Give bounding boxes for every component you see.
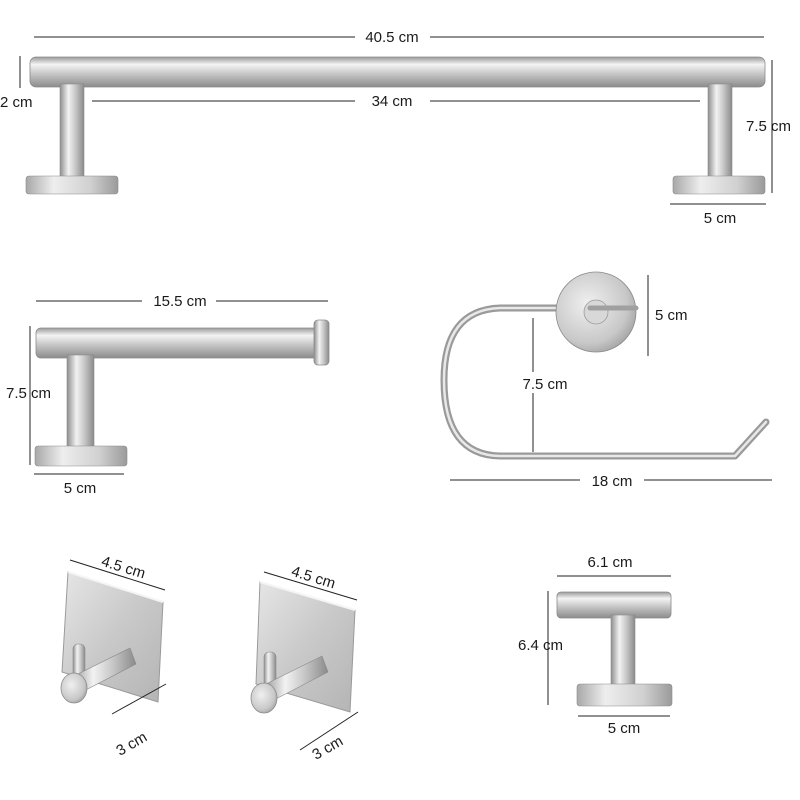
adhesive-hook-2-depth-label: 3 cm [309, 733, 346, 764]
paper-holder-post [66, 354, 95, 449]
paper-holder-base [34, 445, 128, 467]
towel-bar-left-post [59, 83, 85, 180]
paper-holder-height-label: 7.5 cm [6, 385, 51, 402]
paper-holder-length-label: 15.5 cm [153, 293, 206, 310]
adhesive-hook-2: 4.5 cm 3 cm [250, 563, 359, 764]
robe-hook-height-label: 6.4 cm [518, 637, 563, 654]
adhesive-hook-1-plate-width-label: 4.5 cm [99, 553, 147, 582]
towel-ring-height-label: 7.5 cm [522, 376, 567, 393]
towel-bar-height-label: 7.5 cm [746, 118, 791, 135]
towel-ring: 5 cm 7.5 cm 18 cm [440, 271, 772, 490]
robe-hook-post [610, 614, 636, 688]
towel-bar-left-base [25, 175, 119, 195]
towel-bar-rail [29, 56, 766, 88]
adhesive-hook-1-depth-label: 3 cm [113, 729, 150, 760]
towel-bar-right-base [672, 175, 766, 195]
towel-bar-right-post [707, 83, 733, 180]
robe-hook: 6.1 cm 6.4 cm 5 cm [518, 554, 673, 737]
paper-holder-base-diameter-label: 5 cm [64, 480, 97, 497]
paper-holder-end-cap [313, 319, 330, 366]
robe-hook-base-diameter-label: 5 cm [608, 720, 641, 737]
towel-ring-width-label: 18 cm [592, 473, 633, 490]
towel-ring-base-diameter-label: 5 cm [655, 307, 688, 324]
adhesive-hook-2-plate-width-label: 4.5 cm [289, 563, 337, 592]
towel-bar: 40.5 cm 34 cm 2 cm 7.5 cm 5 cm [0, 29, 791, 227]
towel-bar-offset-label: 2 cm [0, 94, 33, 111]
towel-bar-base-diameter-label: 5 cm [704, 210, 737, 227]
adhesive-hook-1: 4.5 cm 3 cm [60, 553, 167, 760]
paper-holder-arm [35, 327, 319, 359]
toilet-paper-holder: 15.5 cm 7.5 cm 5 cm [6, 293, 330, 497]
robe-hook-width-label: 6.1 cm [587, 554, 632, 571]
robe-hook-bar [556, 591, 672, 619]
towel-bar-overall-length-label: 40.5 cm [365, 29, 418, 46]
robe-hook-base [576, 683, 673, 707]
towel-bar-inner-length-label: 34 cm [372, 93, 413, 110]
